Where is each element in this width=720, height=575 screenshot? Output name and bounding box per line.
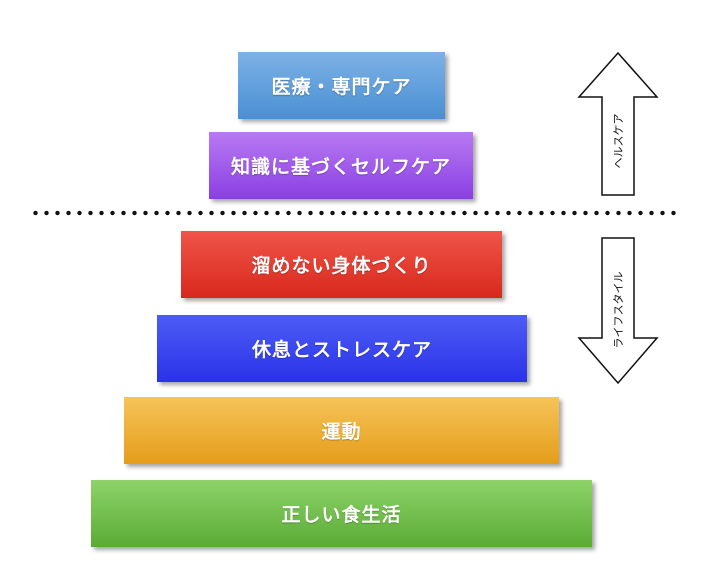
down-arrow-icon bbox=[577, 237, 659, 385]
tier-medical-care: 医療・専門ケア bbox=[238, 52, 445, 119]
lifestyle-arrow-label: ライフスタイル bbox=[612, 271, 625, 349]
tier-knowledge-self-care: 知識に基づくセルフケア bbox=[209, 132, 473, 199]
up-arrow-icon bbox=[577, 51, 659, 196]
tier-label: 正しい食生活 bbox=[281, 504, 402, 526]
tier-diet: 正しい食生活 bbox=[91, 480, 592, 547]
tier-body-building: 溜めない身体づくり bbox=[181, 231, 502, 298]
tier-label: 休息とストレスケア bbox=[251, 339, 432, 361]
tier-label: 医療・専門ケア bbox=[271, 76, 412, 98]
tier-exercise: 運動 bbox=[124, 397, 559, 464]
tier-label: 溜めない身体づくり bbox=[251, 255, 432, 277]
tier-rest-stress-care: 休息とストレスケア bbox=[157, 315, 527, 382]
tier-label: 運動 bbox=[321, 421, 362, 443]
healthcare-arrow-label: ヘルスケア bbox=[612, 113, 625, 169]
tier-label: 知識に基づくセルフケア bbox=[230, 156, 451, 178]
dotted-divider bbox=[30, 210, 680, 216]
